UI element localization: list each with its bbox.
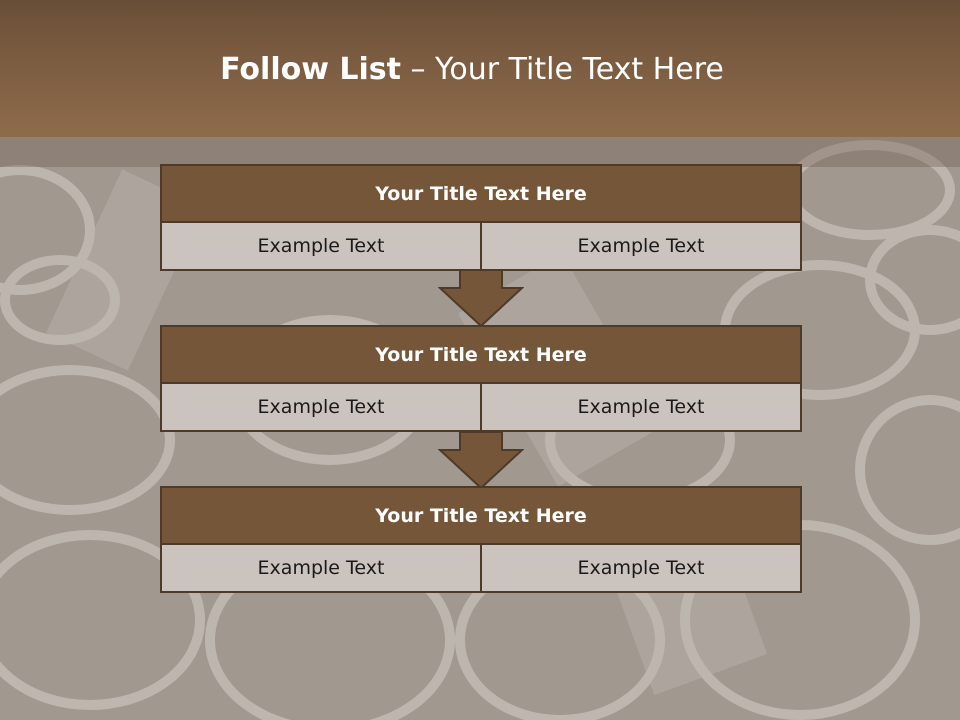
block-right-text: Example Text xyxy=(480,382,802,432)
block-title: Your Title Text Here xyxy=(160,486,802,545)
block-title: Your Title Text Here xyxy=(160,325,802,384)
down-arrow-icon xyxy=(438,269,524,328)
block-right-text: Example Text xyxy=(480,543,802,593)
down-arrow-icon xyxy=(438,431,524,490)
block-right-text: Example Text xyxy=(480,221,802,271)
slide-title-rest: – Your Title Text Here xyxy=(400,52,724,87)
header-bar xyxy=(0,0,960,137)
slide-title-bold: Follow List xyxy=(220,52,401,87)
block-left-text: Example Text xyxy=(160,543,482,593)
slide-title: Follow List – Your Title Text Here xyxy=(0,52,944,87)
block-left-text: Example Text xyxy=(160,221,482,271)
block-title: Your Title Text Here xyxy=(160,164,802,223)
header-band xyxy=(0,137,960,167)
block-left-text: Example Text xyxy=(160,382,482,432)
